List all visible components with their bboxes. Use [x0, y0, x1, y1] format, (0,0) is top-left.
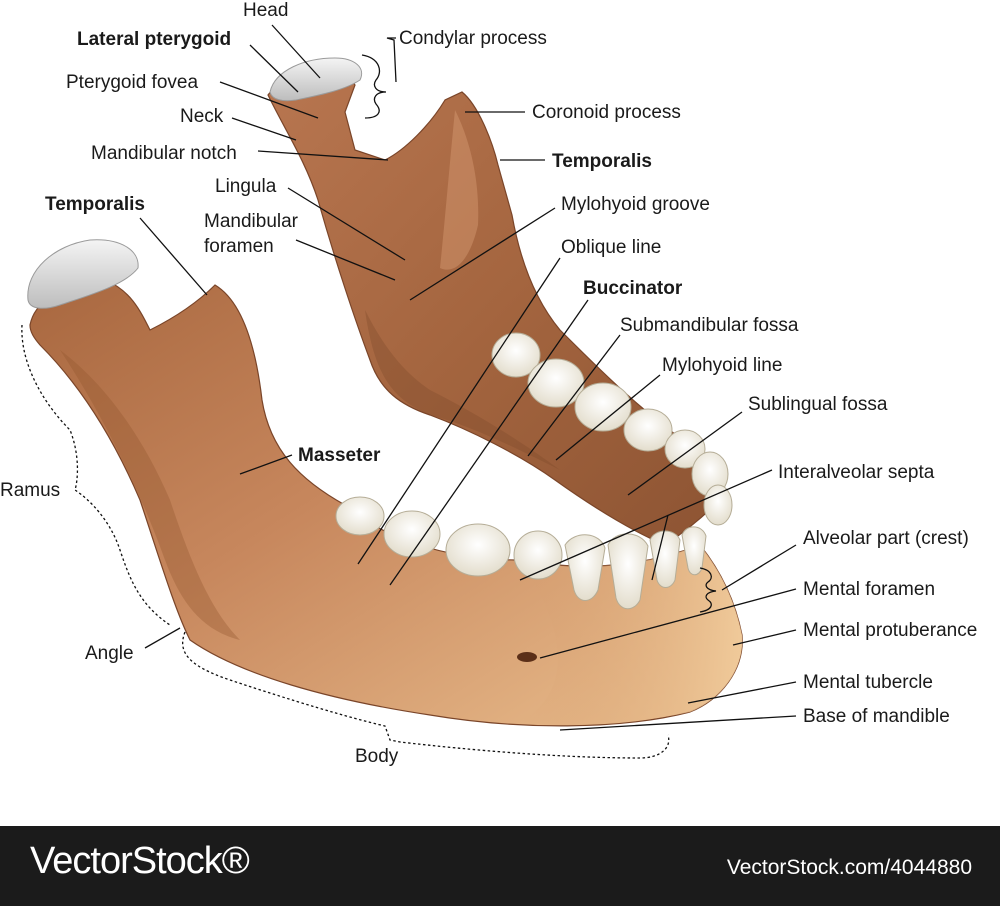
- label-temporalis-left: Temporalis: [45, 194, 145, 215]
- tooth: [335, 496, 385, 536]
- tooth: [649, 530, 681, 588]
- label-mental-protuberance: Mental protuberance: [803, 620, 977, 641]
- leader-sublingual-fossa: [627, 411, 743, 496]
- condylar-bracket: [361, 54, 387, 119]
- inner-condyle-cartilage: [269, 57, 362, 102]
- leader-mandibular-foramen: [295, 239, 396, 281]
- leader-mental-tubercle: [687, 681, 797, 704]
- leader-pterygoid-fovea: [219, 81, 319, 119]
- alveolar-bracket: [699, 567, 717, 613]
- label-oblique-line: Oblique line: [561, 237, 661, 258]
- tooth: [383, 510, 441, 558]
- label-mental-tubercle: Mental tubercle: [803, 672, 933, 693]
- leader-mylohyoid-line: [555, 374, 661, 461]
- leader-neck: [231, 117, 297, 141]
- leader-interalveolar-2: [651, 514, 669, 581]
- leader-masseter: [239, 454, 293, 475]
- label-angle: Angle: [85, 643, 134, 664]
- inner-teeth: [491, 332, 733, 526]
- inner-highlight: [440, 110, 479, 270]
- label-pterygoid-fovea: Pterygoid fovea: [66, 72, 198, 93]
- label-submandibular-fossa: Submandibular fossa: [620, 315, 799, 336]
- labels: Head Lateral pterygoid Condylar process …: [0, 0, 977, 767]
- leader-condylar-process: [386, 37, 397, 83]
- label-lateral-pterygoid: Lateral pterygoid: [77, 29, 231, 50]
- label-head: Head: [243, 0, 288, 21]
- leader-lines: [139, 24, 797, 731]
- label-body: Body: [355, 746, 399, 767]
- tooth: [445, 523, 511, 577]
- label-mandibular-foramen-line1: Mandibular: [204, 211, 299, 232]
- label-mandibular-notch: Mandibular notch: [91, 143, 237, 164]
- leader-lateral-pterygoid: [249, 44, 299, 93]
- label-mental-foramen: Mental foramen: [803, 579, 935, 600]
- label-interalveolar-septa: Interalveolar septa: [778, 462, 935, 483]
- inner-ramus-and-body: [267, 70, 722, 546]
- watermark-footer: VectorStock® VectorStock.com/4044880: [0, 826, 1000, 906]
- leader-submandibular-fossa: [527, 334, 621, 457]
- mental-foramen-hole: [517, 652, 537, 662]
- leader-base-of-mandible: [559, 715, 797, 731]
- leader-mylohyoid-groove: [409, 207, 556, 301]
- label-ramus: Ramus: [0, 480, 60, 501]
- label-mylohyoid-groove: Mylohyoid groove: [561, 194, 710, 215]
- leader-interalveolar-1: [519, 469, 773, 581]
- leader-mental-foramen: [539, 588, 797, 659]
- leader-alveolar-part: [721, 544, 797, 591]
- label-mylohyoid-line: Mylohyoid line: [662, 355, 782, 376]
- mandible-outer-half: [27, 239, 743, 727]
- label-masseter: Masseter: [298, 445, 381, 466]
- vectorstock-logo: VectorStock®: [30, 840, 250, 882]
- image-id: VectorStock.com/4044880: [726, 856, 972, 879]
- label-sublingual-fossa: Sublingual fossa: [748, 394, 888, 415]
- label-base-of-mandible: Base of mandible: [803, 706, 950, 727]
- label-temporalis-right: Temporalis: [552, 151, 652, 172]
- inner-shadow: [365, 310, 560, 470]
- leader-oblique-line: [357, 257, 561, 565]
- tooth: [574, 382, 632, 432]
- tooth: [703, 484, 733, 526]
- tooth: [623, 408, 673, 452]
- tooth: [527, 358, 585, 408]
- tooth: [664, 429, 706, 469]
- label-condylar-process: Condylar process: [399, 28, 547, 49]
- mandible-diagram: Head Lateral pterygoid Condylar process …: [0, 0, 977, 767]
- outer-masseter-shade: [60, 350, 240, 640]
- leader-head: [271, 24, 321, 79]
- outer-condyle-cartilage: [27, 239, 139, 309]
- outer-teeth: [335, 496, 707, 610]
- leader-angle: [144, 627, 181, 649]
- leader-lingula: [287, 187, 406, 261]
- label-alveolar-part: Alveolar part (crest): [803, 528, 969, 549]
- label-buccinator: Buccinator: [583, 278, 683, 299]
- label-neck: Neck: [180, 106, 224, 127]
- brackets: [21, 54, 717, 759]
- body-bracket: [182, 631, 670, 759]
- leader-temporalis-left: [139, 217, 208, 296]
- leader-mental-protuberance: [732, 629, 797, 646]
- tooth: [564, 534, 606, 601]
- leader-buccinator: [389, 299, 589, 586]
- label-lingula: Lingula: [215, 176, 277, 197]
- tooth: [607, 533, 649, 610]
- leader-mandibular-notch: [257, 150, 389, 161]
- label-mandibular-foramen-line2: foramen: [204, 236, 274, 257]
- mandible-inner-half: [267, 57, 722, 546]
- label-coronoid-process: Coronoid process: [532, 102, 681, 123]
